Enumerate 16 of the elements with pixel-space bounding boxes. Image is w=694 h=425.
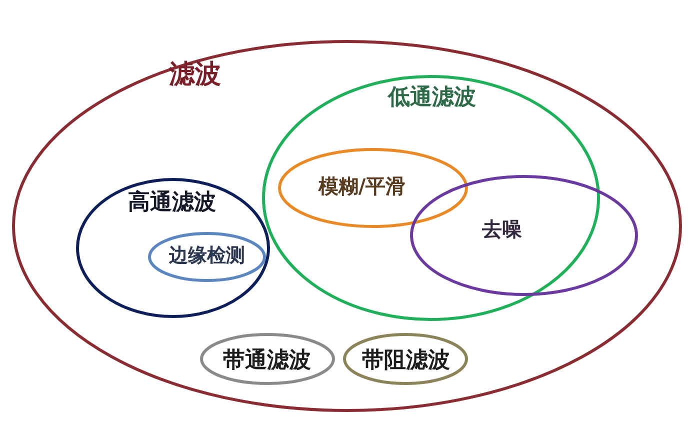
category-label: 带阻滤波 <box>362 348 450 372</box>
category-ellipse <box>278 148 468 228</box>
category-ellipse <box>200 333 335 385</box>
category-ellipse <box>343 333 468 385</box>
category-label: 去噪 <box>482 218 522 240</box>
category-ellipse <box>410 175 638 296</box>
category-label: 低通滤波 <box>388 84 476 110</box>
category-ellipse <box>148 232 266 282</box>
category-label: 滤波 <box>169 60 221 90</box>
category-label: 边缘检测 <box>169 246 245 266</box>
category-label: 带通滤波 <box>223 348 311 372</box>
category-label: 模糊/平滑 <box>318 175 406 197</box>
category-label: 高通滤波 <box>128 190 216 214</box>
category-ellipse <box>76 178 270 318</box>
category-ellipse <box>12 40 682 412</box>
category-ellipse <box>262 75 600 321</box>
